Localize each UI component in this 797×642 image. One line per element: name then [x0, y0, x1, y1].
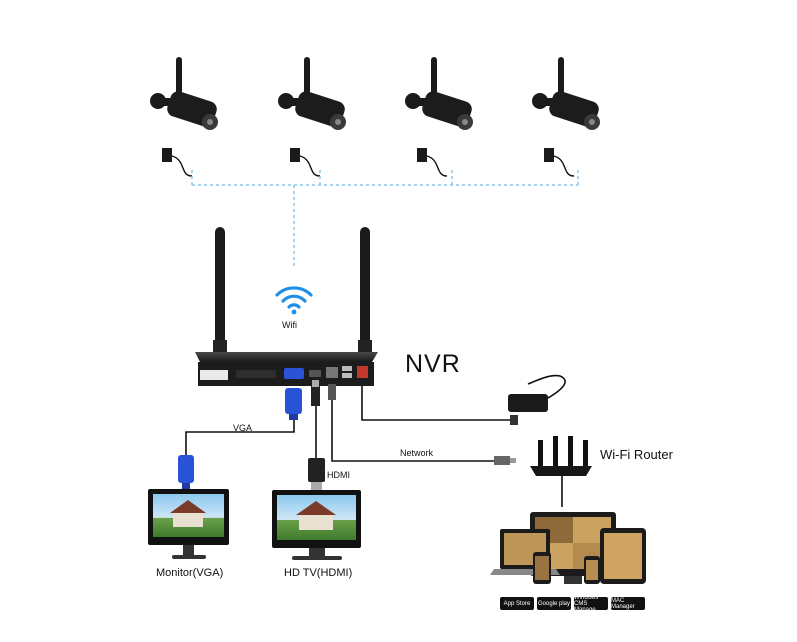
hd-tv — [272, 490, 361, 560]
nvr-device — [195, 227, 378, 386]
google-play-badge[interactable]: Google play — [537, 597, 571, 610]
vga-cable — [178, 388, 302, 489]
router-device — [530, 436, 592, 507]
app-store-badge[interactable]: App Store — [500, 597, 534, 610]
hdmi-cable — [308, 380, 325, 490]
wifi-label: Wifi — [282, 320, 297, 330]
vga-label: VGA — [233, 423, 253, 433]
hdtv-label: HD TV(HDMI) — [284, 567, 353, 579]
mac-manager-badge[interactable]: MAC Manager — [611, 597, 645, 610]
power-cable — [361, 374, 566, 425]
camera-1 — [150, 57, 218, 177]
vga-monitor — [148, 489, 229, 559]
windows-cms-badge[interactable]: Windows CMS Manage — [574, 595, 608, 613]
router-label: Wi-Fi Router — [600, 447, 673, 462]
network-cable — [328, 384, 516, 465]
monitor-label: Monitor(VGA) — [156, 567, 224, 579]
camera-4 — [532, 57, 600, 177]
wifi-icon — [275, 286, 313, 315]
hdmi-label: HDMI — [327, 470, 350, 480]
camera-2 — [278, 57, 346, 177]
client-devices — [490, 512, 646, 584]
nvr-label: NVR — [405, 350, 461, 378]
network-label: Network — [400, 448, 434, 458]
camera-3 — [405, 57, 473, 177]
